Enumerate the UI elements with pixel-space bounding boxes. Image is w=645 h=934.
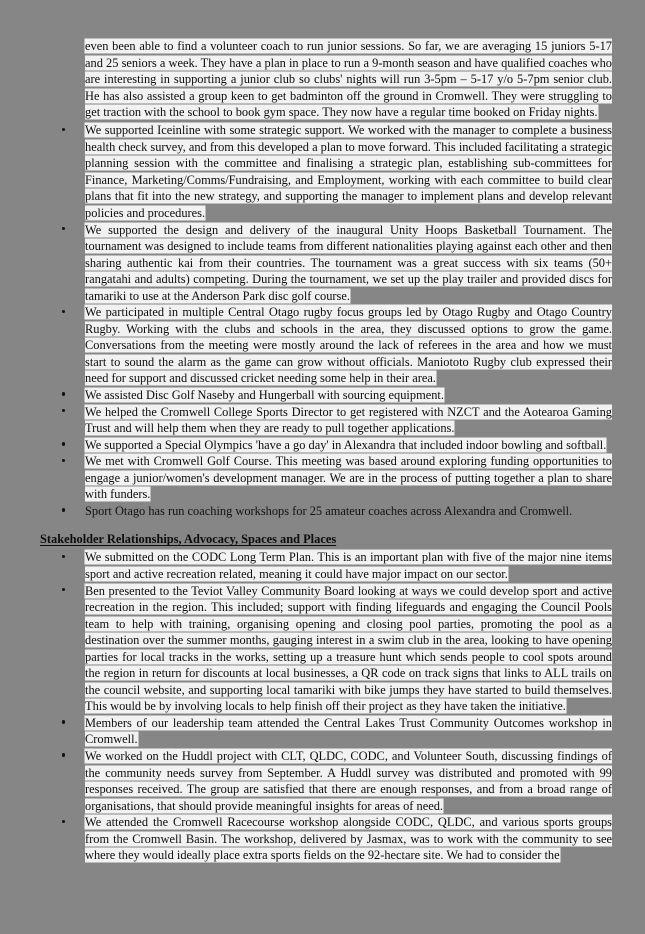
bullet-dot-icon [62, 458, 66, 463]
list-item-text: We assisted Disc Golf Naseby and Hungerb… [85, 387, 444, 402]
list-item: Members of our leadership team attended … [62, 715, 612, 748]
list-item: We attended the Cromwell Racecourse work… [62, 814, 612, 864]
list-item: We met with Cromwell Golf Course. This m… [62, 453, 612, 503]
bullet-dot-icon [62, 554, 66, 559]
list-item: Ben presented to the Teviot Valley Commu… [62, 583, 612, 715]
list-item: Sport Otago has run coaching workshops f… [62, 503, 612, 520]
list-item-text: Ben presented to the Teviot Valley Commu… [85, 583, 612, 714]
list-item: We assisted Disc Golf Naseby and Hungerb… [62, 387, 612, 404]
list-item-text: We supported a Special Olympics 'have a … [85, 437, 607, 452]
list-item-text: Members of our leadership team attended … [85, 715, 612, 747]
continuation-paragraph: even been able to find a volunteer coach… [85, 38, 612, 121]
list-item: We submitted on the CODC Long Term Plan.… [62, 549, 612, 582]
document-body: even been able to find a volunteer coach… [20, 38, 625, 864]
bullet-dot-icon [62, 392, 66, 396]
section-heading-text: Stakeholder Relationships, Advocacy, Spa… [40, 532, 337, 547]
list-item-text: We met with Cromwell Golf Course. This m… [85, 454, 612, 502]
list-item-text: We supported the design and delivery of … [85, 222, 612, 303]
list-item: We helped the Cromwell College Sports Di… [62, 404, 612, 437]
list-item-text: Sport Otago has run coaching workshops f… [85, 503, 573, 518]
list-item-text: We worked on the Huddl project with CLT,… [85, 748, 612, 813]
bullet-dot-icon [62, 442, 66, 446]
bullet-dot-icon [62, 819, 66, 824]
bullet-dot-icon [62, 409, 66, 413]
list-item: We supported Iceinline with some strateg… [62, 122, 612, 221]
bullet-dot-icon [62, 309, 66, 314]
bullet-dot-icon [62, 227, 66, 231]
continuation-paragraph-text: even been able to find a volunteer coach… [85, 39, 612, 120]
list-item: We supported a Special Olympics 'have a … [62, 437, 612, 454]
bullet-dot-icon [62, 508, 66, 512]
list-item: We supported the design and delivery of … [62, 222, 612, 305]
list-item-text: We supported Iceinline with some strateg… [85, 123, 612, 220]
list-item: We participated in multiple Central Otag… [62, 304, 612, 387]
spacer [20, 519, 625, 531]
bullet-dot-icon [62, 753, 66, 757]
bullet-dot-icon [62, 588, 66, 592]
bullet-dot-icon [62, 720, 66, 724]
list-item-text: We helped the Cromwell College Sports Di… [85, 404, 612, 436]
section-heading: Stakeholder Relationships, Advocacy, Spa… [40, 531, 612, 548]
list-item-text: We attended the Cromwell Racecourse work… [85, 815, 612, 863]
list-item-text: We participated in multiple Central Otag… [85, 305, 612, 386]
list-item: We worked on the Huddl project with CLT,… [62, 748, 612, 814]
bullet-dot-icon [62, 127, 66, 132]
list-item-text: We submitted on the CODC Long Term Plan.… [85, 550, 612, 581]
